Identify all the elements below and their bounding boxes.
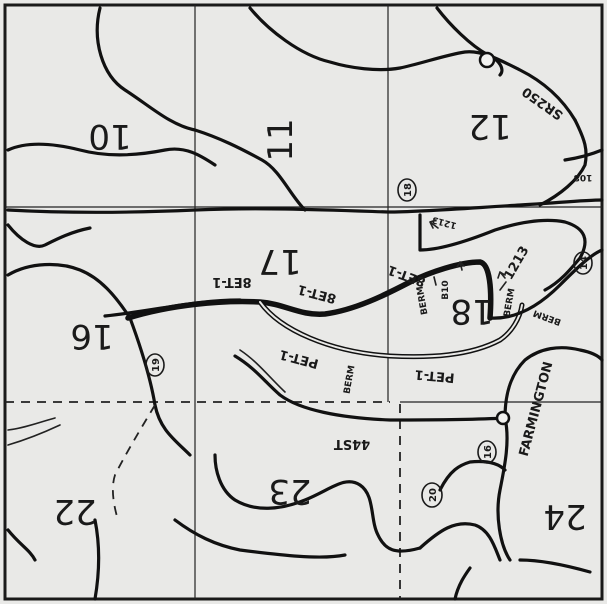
label-8et1-left: 8ET-1 <box>212 274 251 289</box>
map-frame <box>3 3 604 601</box>
section-11: 11 <box>261 118 301 161</box>
marker-20: 20 <box>428 488 439 502</box>
section-22: 22 <box>53 491 96 531</box>
label-berm-b: BERM <box>503 288 518 318</box>
section-10: 10 <box>88 116 131 156</box>
section-23: 23 <box>268 471 311 511</box>
label-berm-c: BERM <box>532 307 563 326</box>
marker-16: 16 <box>483 445 494 459</box>
junction-node <box>478 51 496 69</box>
label-pet1-left: PET-1 <box>278 346 320 371</box>
section-numbers: 10 11 12 16 17 18 22 23 24 <box>53 106 586 536</box>
marker-19: 19 <box>151 358 162 372</box>
marker-20-ring <box>421 482 443 508</box>
label-pet1-right: PET-1 <box>414 366 455 384</box>
label-1213-top: 1213 <box>431 214 458 230</box>
label-sr250: SR250 <box>520 83 567 122</box>
label-berm-d: BERM <box>343 365 358 395</box>
section-12: 12 <box>468 106 511 146</box>
marker-16-ring <box>477 440 497 464</box>
marker-18-ring <box>397 178 417 202</box>
section-18: 18 <box>450 291 493 331</box>
label-8et1-mid: 8ET-1 <box>296 281 338 306</box>
pointer-arrows <box>429 219 507 291</box>
section-16: 16 <box>70 316 113 356</box>
section-24: 24 <box>543 496 586 536</box>
label-1213-right: 1213 <box>501 244 532 283</box>
label-108: 108 <box>574 172 593 182</box>
marker-18: 18 <box>403 183 414 197</box>
label-farmington: FARMINGTON <box>517 360 557 458</box>
circle-markers: 18 19 14 16 20 <box>145 178 593 508</box>
marker-14: 14 <box>579 256 590 270</box>
section-17: 17 <box>258 241 301 281</box>
marker-14-ring <box>573 251 593 275</box>
junction-node <box>495 410 511 426</box>
label-b10: B10 <box>441 280 451 299</box>
road-junctions <box>478 51 511 426</box>
label-44st: 44ST <box>334 436 370 451</box>
label-berm-a: BERM <box>416 285 431 315</box>
marker-19-ring <box>145 353 165 377</box>
road-network <box>6 6 604 601</box>
